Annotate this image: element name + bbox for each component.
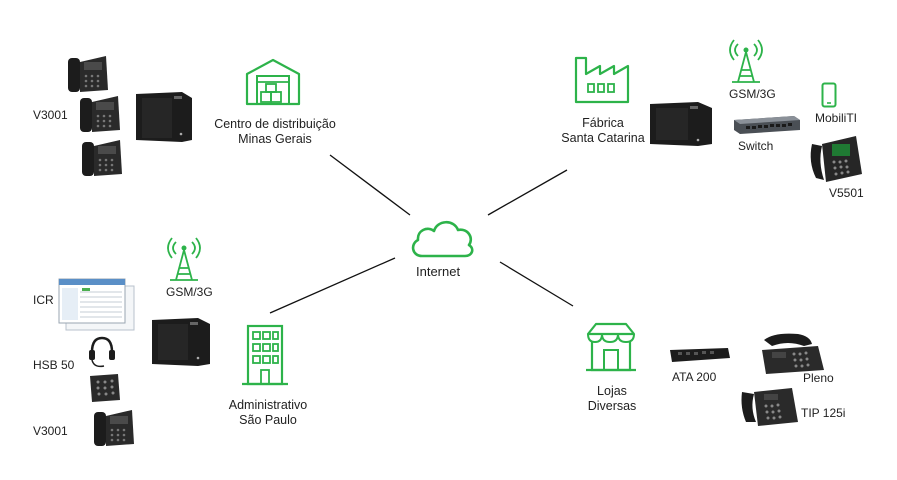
device-label-ata200: ATA 200 bbox=[672, 370, 717, 384]
site-label-sw: Administrativo São Paulo bbox=[218, 398, 318, 428]
factory-icon bbox=[574, 56, 630, 104]
device-label-v3001-nw: V3001 bbox=[33, 108, 68, 122]
cell-tower-icon bbox=[167, 237, 201, 281]
ip-phone-icon bbox=[80, 96, 120, 132]
site-label-se: Lojas Diversas bbox=[572, 384, 652, 414]
desk-phone-icon bbox=[90, 374, 120, 402]
cell-tower-icon bbox=[729, 39, 763, 83]
device-label-tip125i: TIP 125i bbox=[801, 406, 846, 420]
site-ne-line2: Santa Catarina bbox=[561, 131, 645, 145]
site-label-ne: Fábrica Santa Catarina bbox=[548, 116, 658, 146]
site-ne-line1: Fábrica bbox=[582, 116, 624, 130]
site-sw-line2: São Paulo bbox=[239, 413, 297, 427]
ip-phone-icon bbox=[810, 136, 862, 182]
desk-phone-icon bbox=[762, 333, 824, 374]
site-se-line1: Lojas bbox=[597, 384, 627, 398]
ata-device-icon bbox=[670, 348, 730, 362]
ip-phone-icon bbox=[68, 56, 108, 92]
cloud-icon bbox=[411, 220, 474, 258]
headset-icon bbox=[89, 336, 115, 368]
device-label-mobiliti: MobiliTI bbox=[815, 111, 858, 125]
ip-phone-icon bbox=[94, 410, 134, 446]
smartphone-icon bbox=[821, 82, 837, 108]
device-label-pleno: Pleno bbox=[803, 371, 834, 385]
ip-phone-icon bbox=[82, 140, 122, 176]
device-label-icr: ICR bbox=[33, 293, 54, 307]
link-nw bbox=[329, 154, 411, 216]
office-building-icon bbox=[242, 324, 288, 386]
pbx-unit-icon bbox=[650, 102, 712, 146]
site-nw-line2: Minas Gerais bbox=[238, 132, 312, 146]
software-window-icon bbox=[58, 278, 135, 331]
desk-phone-icon bbox=[741, 388, 798, 426]
device-label-v3001-sw: V3001 bbox=[33, 424, 68, 438]
pbx-unit-icon bbox=[136, 92, 192, 142]
device-label-switch: Switch bbox=[738, 139, 774, 153]
link-ne bbox=[487, 169, 568, 216]
warehouse-icon bbox=[245, 58, 301, 106]
site-se-line2: Diversas bbox=[587, 399, 637, 413]
link-sw bbox=[269, 257, 396, 314]
device-label-gsm-sw: GSM/3G bbox=[166, 285, 213, 299]
pbx-unit-icon bbox=[152, 318, 210, 366]
site-sw-line1: Administrativo bbox=[228, 398, 308, 412]
device-label-hsb50: HSB 50 bbox=[33, 358, 75, 372]
network-switch-icon bbox=[734, 116, 800, 134]
link-se bbox=[499, 261, 574, 307]
site-nw-line1: Centro de distribuição bbox=[214, 117, 336, 131]
internet-label: Internet bbox=[416, 264, 461, 279]
device-label-v5501: V5501 bbox=[829, 186, 864, 200]
device-label-gsm-ne: GSM/3G bbox=[729, 87, 776, 101]
site-label-nw: Centro de distribuição Minas Gerais bbox=[205, 117, 345, 147]
store-icon bbox=[586, 322, 636, 372]
